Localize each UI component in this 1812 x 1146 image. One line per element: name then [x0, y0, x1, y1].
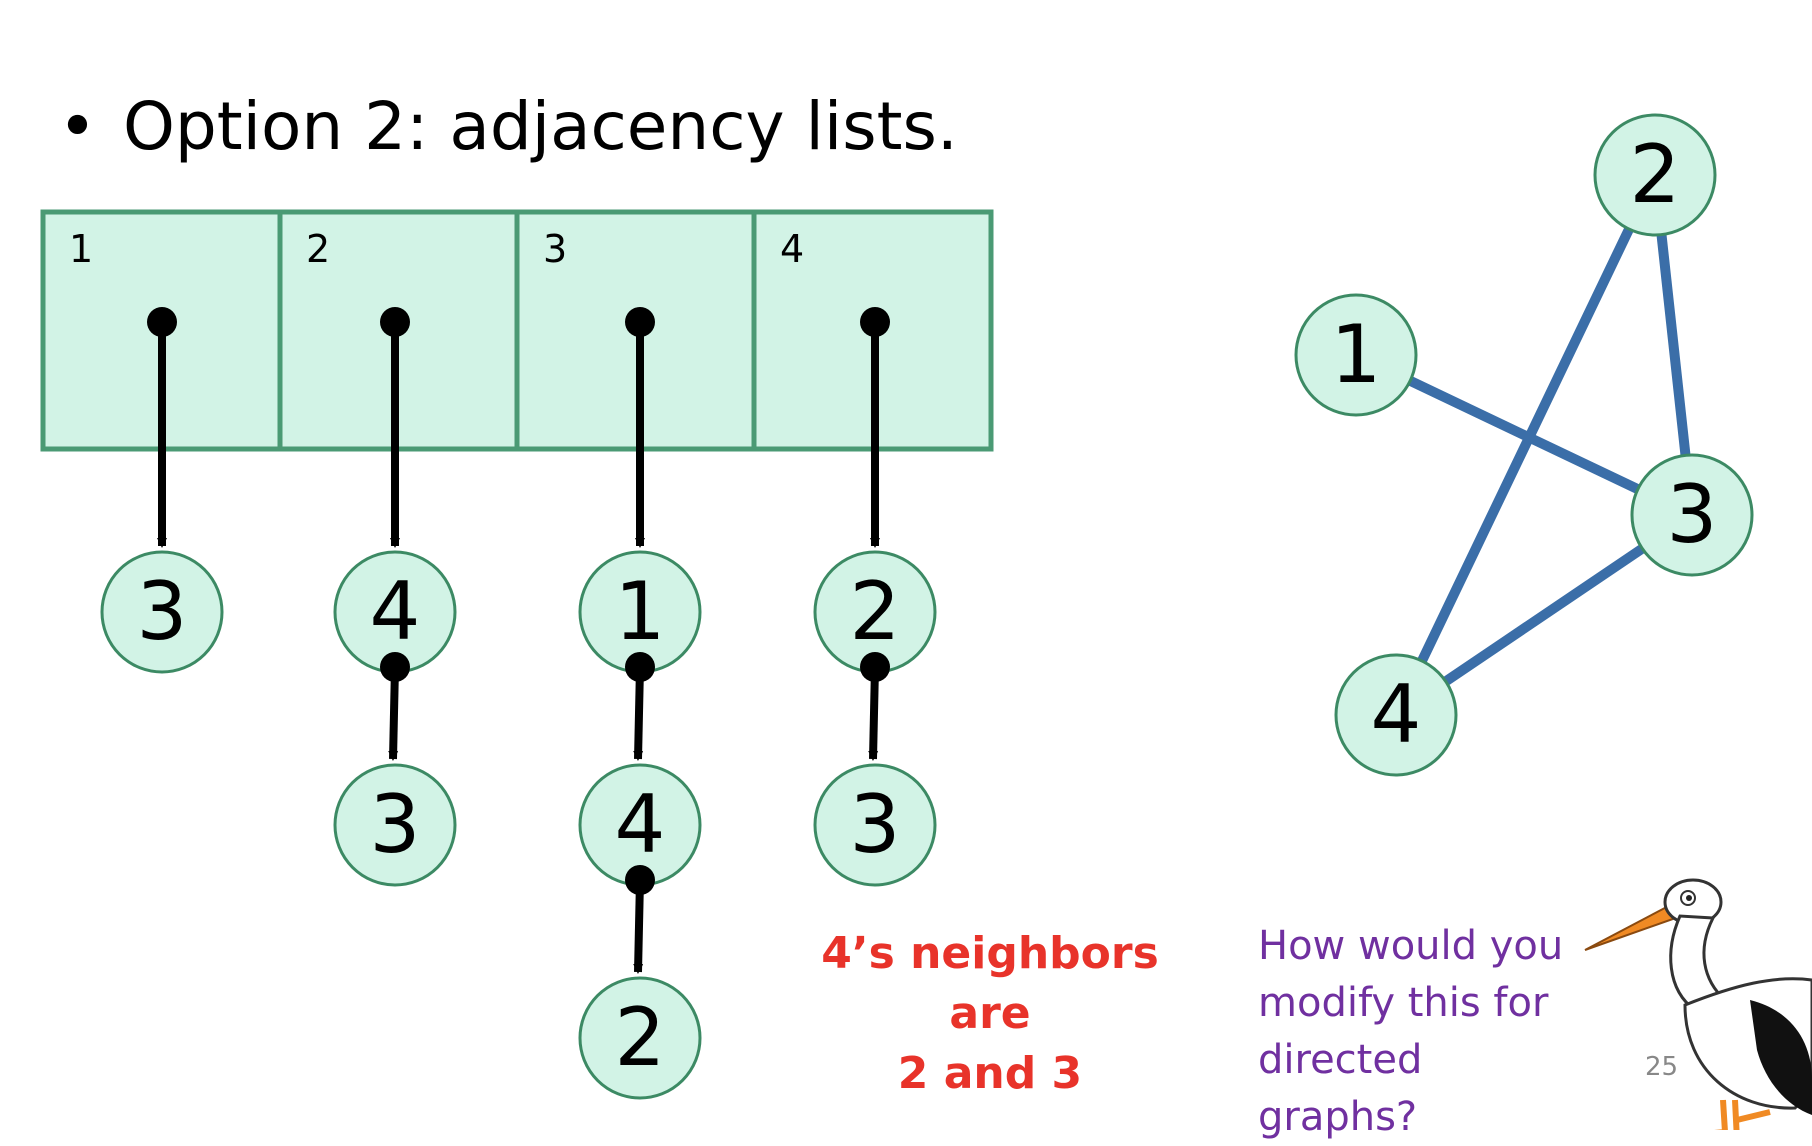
next-pointer-3-1-arrow	[633, 879, 644, 974]
next-pointer-2-0-arrow	[388, 666, 399, 761]
node-label: 3	[850, 778, 901, 871]
graph-node-4: 4	[1334, 653, 1458, 777]
list-node-2-3: 3	[333, 763, 457, 887]
directed-question: How would you modify this for directed g…	[1258, 918, 1588, 1146]
neighbors-note-line-1: 4’s neighbors are	[821, 928, 1159, 1039]
graph-node-1: 1	[1294, 293, 1418, 417]
adjacency-lists: 3 4 3 1 4 2 2 3	[100, 307, 937, 1100]
array-cell-label: 4	[780, 227, 804, 271]
node-circle	[1334, 653, 1458, 777]
question-line-2: modify this for	[1258, 980, 1549, 1026]
array-cell-label: 1	[69, 227, 93, 271]
heading-text: Option 2: adjacency lists.	[122, 88, 958, 165]
array-cell-label: 2	[306, 227, 330, 271]
node-label: 3	[137, 565, 188, 658]
adjacency-array: 1 2 3 4	[40, 209, 994, 452]
node-label: 1	[1331, 308, 1382, 401]
node-label: 1	[615, 565, 666, 658]
node-circle	[1294, 293, 1418, 417]
edge-2-4	[1391, 172, 1660, 718]
list-node-3-4: 4	[578, 763, 702, 887]
node-label: 4	[1371, 668, 1422, 761]
node-circle	[1630, 453, 1754, 577]
node-label: 4	[615, 778, 666, 871]
node-label: 2	[850, 565, 901, 658]
node-label: 3	[370, 778, 421, 871]
question-line-3: directed graphs?	[1258, 1037, 1423, 1140]
node-label: 2	[615, 991, 666, 1084]
node-circle	[100, 550, 224, 674]
list-node-4-2: 2	[813, 550, 937, 674]
bullet-icon: •	[58, 88, 97, 165]
node-label: 2	[1630, 128, 1681, 221]
list-node-3-1: 1	[578, 550, 702, 674]
slide-number: 25	[1645, 1052, 1679, 1082]
list-node-4-3: 3	[813, 763, 937, 887]
node-circle	[333, 763, 457, 887]
graph: 1 2 3 4	[1294, 113, 1754, 777]
next-pointer-3-0-arrow	[633, 666, 644, 761]
list-node-1-3: 3	[100, 550, 224, 674]
next-pointer-4-0-arrow	[868, 666, 879, 761]
edge-1-3	[1353, 350, 1695, 520]
question-line-1: How would you	[1258, 923, 1564, 969]
node-circle	[578, 976, 702, 1100]
stork-icon	[1584, 878, 1812, 1130]
node-label: 3	[1667, 468, 1718, 561]
slide-heading: • Option 2: adjacency lists.	[58, 88, 958, 165]
neighbors-note-line-2: 2 and 3	[897, 1048, 1083, 1099]
neighbors-note: 4’s neighbors are 2 and 3	[780, 924, 1200, 1104]
graph-node-2: 2	[1593, 113, 1717, 237]
list-node-3-2: 2	[578, 976, 702, 1100]
node-circle	[1593, 113, 1717, 237]
graph-node-3: 3	[1630, 453, 1754, 577]
array-cell-label: 3	[543, 227, 567, 271]
node-circle	[813, 763, 937, 887]
list-node-2-4: 4	[333, 550, 457, 674]
node-label: 4	[370, 565, 421, 658]
